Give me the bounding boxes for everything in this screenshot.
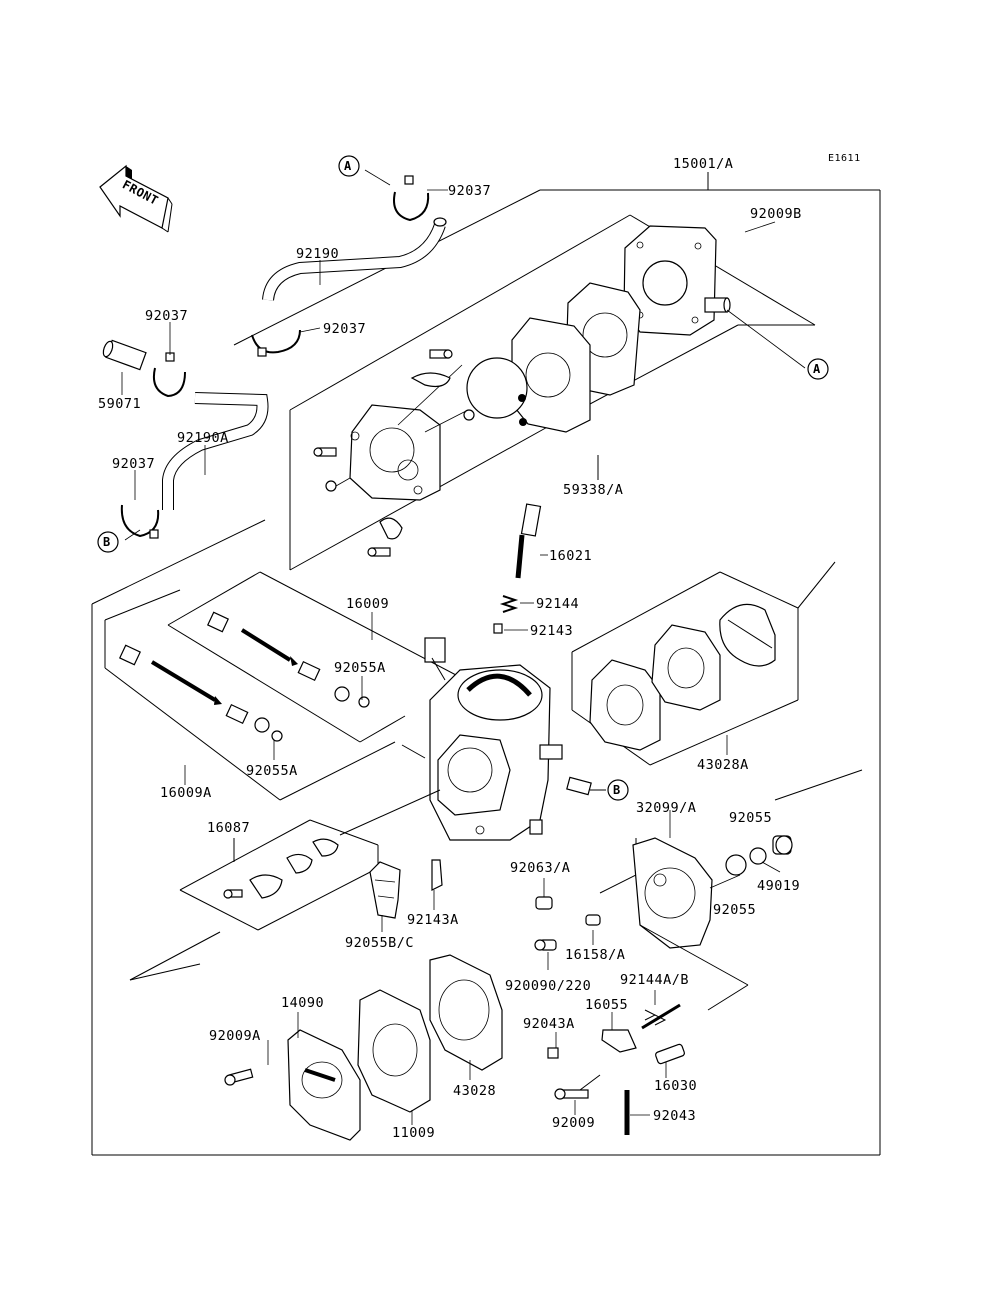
part-label: 49019	[757, 878, 800, 894]
gasket-group-43028A	[571, 561, 836, 766]
part-label: 92190A	[177, 430, 229, 446]
part-label: 16087	[207, 820, 250, 836]
svg-text:B: B	[103, 535, 111, 549]
part-label: 16021	[549, 548, 592, 564]
part-label: 92055A	[334, 660, 386, 676]
part-label: 92144A/B	[620, 972, 689, 988]
part-label: 16009A	[160, 785, 212, 801]
part-label: 16009	[346, 596, 389, 612]
plate-group-16087	[179, 744, 441, 931]
fuel-pump-group	[289, 214, 816, 571]
part-label: 43028	[453, 1083, 496, 1099]
part-label: 92055A	[246, 763, 298, 779]
diaphragm-cover-group	[129, 931, 503, 1141]
svg-text:B: B	[613, 783, 621, 797]
pump-cover-group	[599, 769, 863, 1011]
clips	[369, 859, 443, 919]
lower-small-parts	[534, 896, 685, 1135]
part-label: 92037	[145, 308, 188, 324]
part-label: 92009B	[750, 206, 802, 222]
part-label: 43028A	[697, 757, 749, 773]
part-label: 11009	[392, 1125, 435, 1141]
part-label: 92037	[323, 321, 366, 337]
svg-text:A: A	[344, 159, 352, 173]
part-label: 15001/A	[673, 156, 733, 172]
part-label: 920090/220	[505, 978, 591, 994]
diagram-code: E1611	[828, 153, 861, 164]
part-label: 59338/A	[563, 482, 623, 498]
part-label: 92144	[536, 596, 579, 612]
mixture-screw-group-16009	[167, 571, 476, 743]
part-label: 92063/A	[510, 860, 570, 876]
part-label: 92055	[729, 810, 772, 826]
part-label: 16055	[585, 997, 628, 1013]
part-label: 92055B/C	[345, 935, 414, 951]
part-label: 16030	[654, 1078, 697, 1094]
callout-a-right: A	[807, 358, 829, 380]
part-label: 92043	[653, 1108, 696, 1124]
part-label: 92143A	[407, 912, 459, 928]
part-label: 92190	[296, 246, 339, 262]
callout-b-right: B	[607, 779, 629, 801]
part-label: 92143	[530, 623, 573, 639]
svg-text:A: A	[813, 362, 821, 376]
part-label: 92055	[713, 902, 756, 918]
part-label: 92009A	[209, 1028, 261, 1044]
part-label: 92009	[552, 1115, 595, 1131]
callout-a-top: A	[338, 155, 360, 177]
mixture-screw-group-16009A	[104, 589, 396, 801]
part-label: 92037	[448, 183, 491, 199]
part-label: 32099/A	[636, 800, 696, 816]
leader-lines	[121, 169, 806, 1125]
carburetor-body	[424, 637, 606, 841]
jet-parts	[493, 503, 542, 634]
part-label: 92037	[112, 456, 155, 472]
callout-b-left: B	[97, 531, 119, 553]
part-label: 16158/A	[565, 947, 625, 963]
part-label: 14090	[281, 995, 324, 1011]
front-arrow-icon: FRONT	[99, 164, 173, 233]
part-label: 92043A	[523, 1016, 575, 1032]
part-label: 59071	[98, 396, 141, 412]
hose-group	[102, 175, 447, 539]
